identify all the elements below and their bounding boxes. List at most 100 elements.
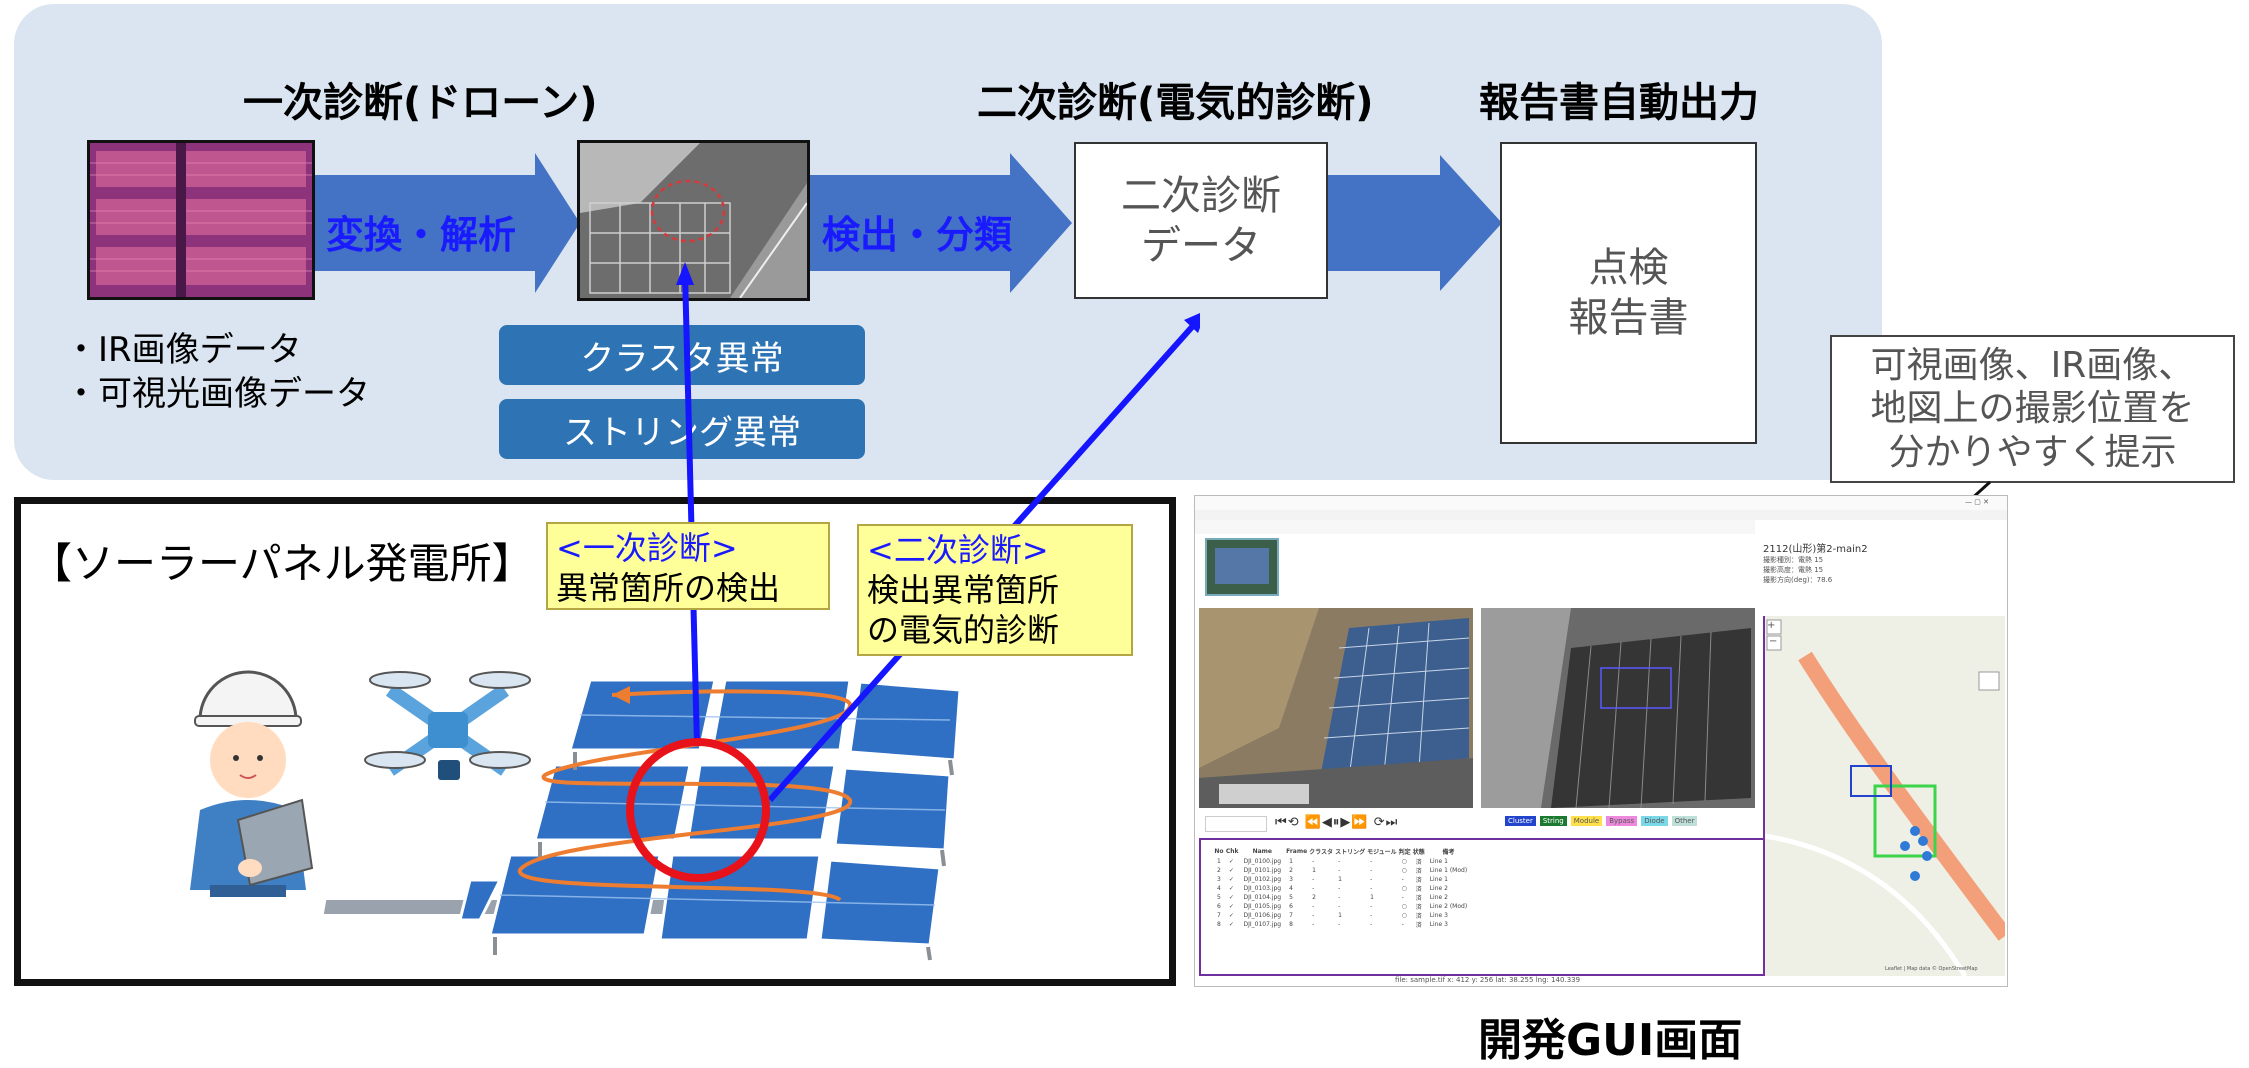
detect-classify-label: 検出・分類 (822, 213, 1013, 257)
table-cell: 1 (1370, 894, 1374, 901)
convert-analyze-label: 変換・解析 (326, 213, 517, 257)
table-cell: ✓ (1228, 858, 1234, 865)
gui-info-panel: 2112(山形)第2-main2 撮影種別：電熱 15 撮影高度：電熱 15 撮… (1763, 536, 2003, 596)
table-cell: 済 (1415, 904, 1422, 911)
table-cell: ✓ (1228, 876, 1234, 883)
table-cell: 1 (1289, 858, 1293, 865)
gui-visible-image[interactable] (1199, 608, 1473, 808)
table-cell: - (1312, 921, 1315, 928)
table-cell: - (1370, 921, 1373, 928)
legend-cluster[interactable]: Cluster (1505, 816, 1536, 826)
primary-note-body: 異常箇所の検出 (556, 569, 781, 607)
table-cell: 済 (1415, 922, 1422, 929)
inspection-report-box: 点検 報告書 (1500, 142, 1757, 444)
table-cell: 済 (1415, 895, 1422, 902)
gui-info-line2: 撮影高度：電熱 15 (1763, 566, 1824, 574)
window-controls-icon[interactable]: — ▢ ✕ (1965, 498, 1989, 506)
gui-results-table: No Chk Name Frame クラスタ ストリング モジュール 判定 状態… (1199, 838, 1765, 976)
drone-flight-path (518, 689, 853, 902)
table-cell: - (1338, 903, 1341, 910)
report-box-line1: 点検 (1588, 245, 1669, 291)
table-header: 判定 (1398, 849, 1411, 856)
table-cell: 3 (1217, 876, 1221, 883)
table-cell: 済 (1415, 886, 1422, 893)
legend-bypass[interactable]: Bypass (1606, 816, 1638, 826)
table-cell: - (1312, 885, 1315, 892)
solar-plant-illustration (190, 262, 1200, 961)
table-cell: - (1312, 903, 1315, 910)
table-header: モジュール (1367, 849, 1397, 856)
table-cell: - (1370, 876, 1373, 883)
gui-map[interactable]: + − Leaflet | Map data © OpenStreetMap (1763, 616, 2005, 976)
gui-playback-controls[interactable]: ⏮⟲ ⏪◀⏸▶⏩ ⟳⏭ (1275, 815, 1399, 830)
table-cell: 7 (1289, 912, 1293, 919)
legend-other[interactable]: Other (1671, 816, 1698, 826)
secondary-note-line1: 検出異常箇所 (867, 571, 1060, 609)
table-cell: ○ (1401, 867, 1407, 874)
table-cell: 2 (1289, 867, 1293, 874)
gui-description-callout: 可視画像、IR画像、 地図上の撮影位置を 分かりやすく提示 (1830, 335, 2235, 483)
table-cell: 5 (1217, 894, 1221, 901)
solar-plant-title: 【ソーラーパネル発電所】 (30, 539, 534, 588)
ir-image-thumbnail (87, 140, 315, 300)
map-zoom-out-icon[interactable]: − (1769, 636, 1778, 647)
table-cell: Line 1 (1429, 876, 1448, 883)
flow-arrows (312, 153, 1502, 293)
table-cell: DJI_0107.jpg (1243, 921, 1282, 928)
gui-ir-image[interactable] (1481, 608, 1755, 808)
table-cell: ○ (1401, 903, 1407, 910)
table-header: クラスタ (1309, 849, 1334, 856)
cluster-anomaly-label: クラスタ異常 (499, 325, 865, 385)
secondary-note-heading: <二次診断> (867, 531, 1049, 569)
primary-note-heading: <一次診断> (556, 529, 738, 567)
table-cell: ✓ (1228, 912, 1234, 919)
table-cell: Line 3 (1429, 921, 1448, 928)
table-cell: Line 2 (Mod) (1429, 903, 1468, 910)
report-arrow (1327, 155, 1502, 291)
legend-diode[interactable]: Diode (1641, 816, 1668, 826)
table-cell: 4 (1217, 885, 1221, 892)
table-cell: - (1370, 903, 1373, 910)
string-anomaly-label: ストリング異常 (499, 399, 865, 459)
table-cell: 1 (1338, 912, 1342, 919)
table-cell: - (1401, 876, 1404, 883)
table-header: ストリング (1335, 849, 1366, 856)
table-cell: DJI_0105.jpg (1243, 903, 1282, 910)
table-cell: 済 (1415, 868, 1422, 875)
legend-module[interactable]: Module (1570, 816, 1603, 826)
table-cell: 8 (1217, 921, 1221, 928)
secondary-diagnosis-title: 二次診断(電気的診断) (977, 80, 1374, 126)
table-cell: 8 (1289, 921, 1293, 928)
secondary-box-line1: 二次診断 (1121, 172, 1281, 219)
table-cell: 1 (1338, 876, 1342, 883)
table-cell: DJI_0101.jpg (1243, 867, 1282, 874)
table-header: No (1214, 848, 1224, 855)
table-cell: - (1370, 885, 1373, 892)
callout-line3: 分かりやすく提示 (1888, 431, 2177, 473)
report-box-line2: 報告書 (1568, 295, 1689, 341)
table-cell: - (1338, 858, 1341, 865)
gui-info-line1: 撮影種別：電熱 15 (1763, 556, 1824, 564)
table-cell: 7 (1217, 912, 1221, 919)
table-cell: DJI_0100.jpg (1243, 858, 1282, 865)
gui-image-thumbnail[interactable] (1205, 538, 1279, 596)
gui-header-text: 2112(山形)第2-main2 (1763, 544, 1868, 555)
drone-icon (364, 671, 531, 780)
table-header: Name (1252, 848, 1273, 855)
table-cell: DJI_0106.jpg (1243, 912, 1282, 919)
legend-string[interactable]: String (1539, 816, 1567, 826)
table-cell: 5 (1289, 894, 1293, 901)
map-zoom-in-icon[interactable]: + (1767, 620, 1776, 631)
gui-screenshot: — ▢ ✕ 2112(山形)第2-main2 撮影種別：電熱 15 撮影高度：電… (1194, 495, 2008, 987)
gui-frame-input[interactable] (1205, 816, 1267, 832)
table-cell: - (1338, 885, 1341, 892)
table-cell: ✓ (1228, 921, 1234, 928)
